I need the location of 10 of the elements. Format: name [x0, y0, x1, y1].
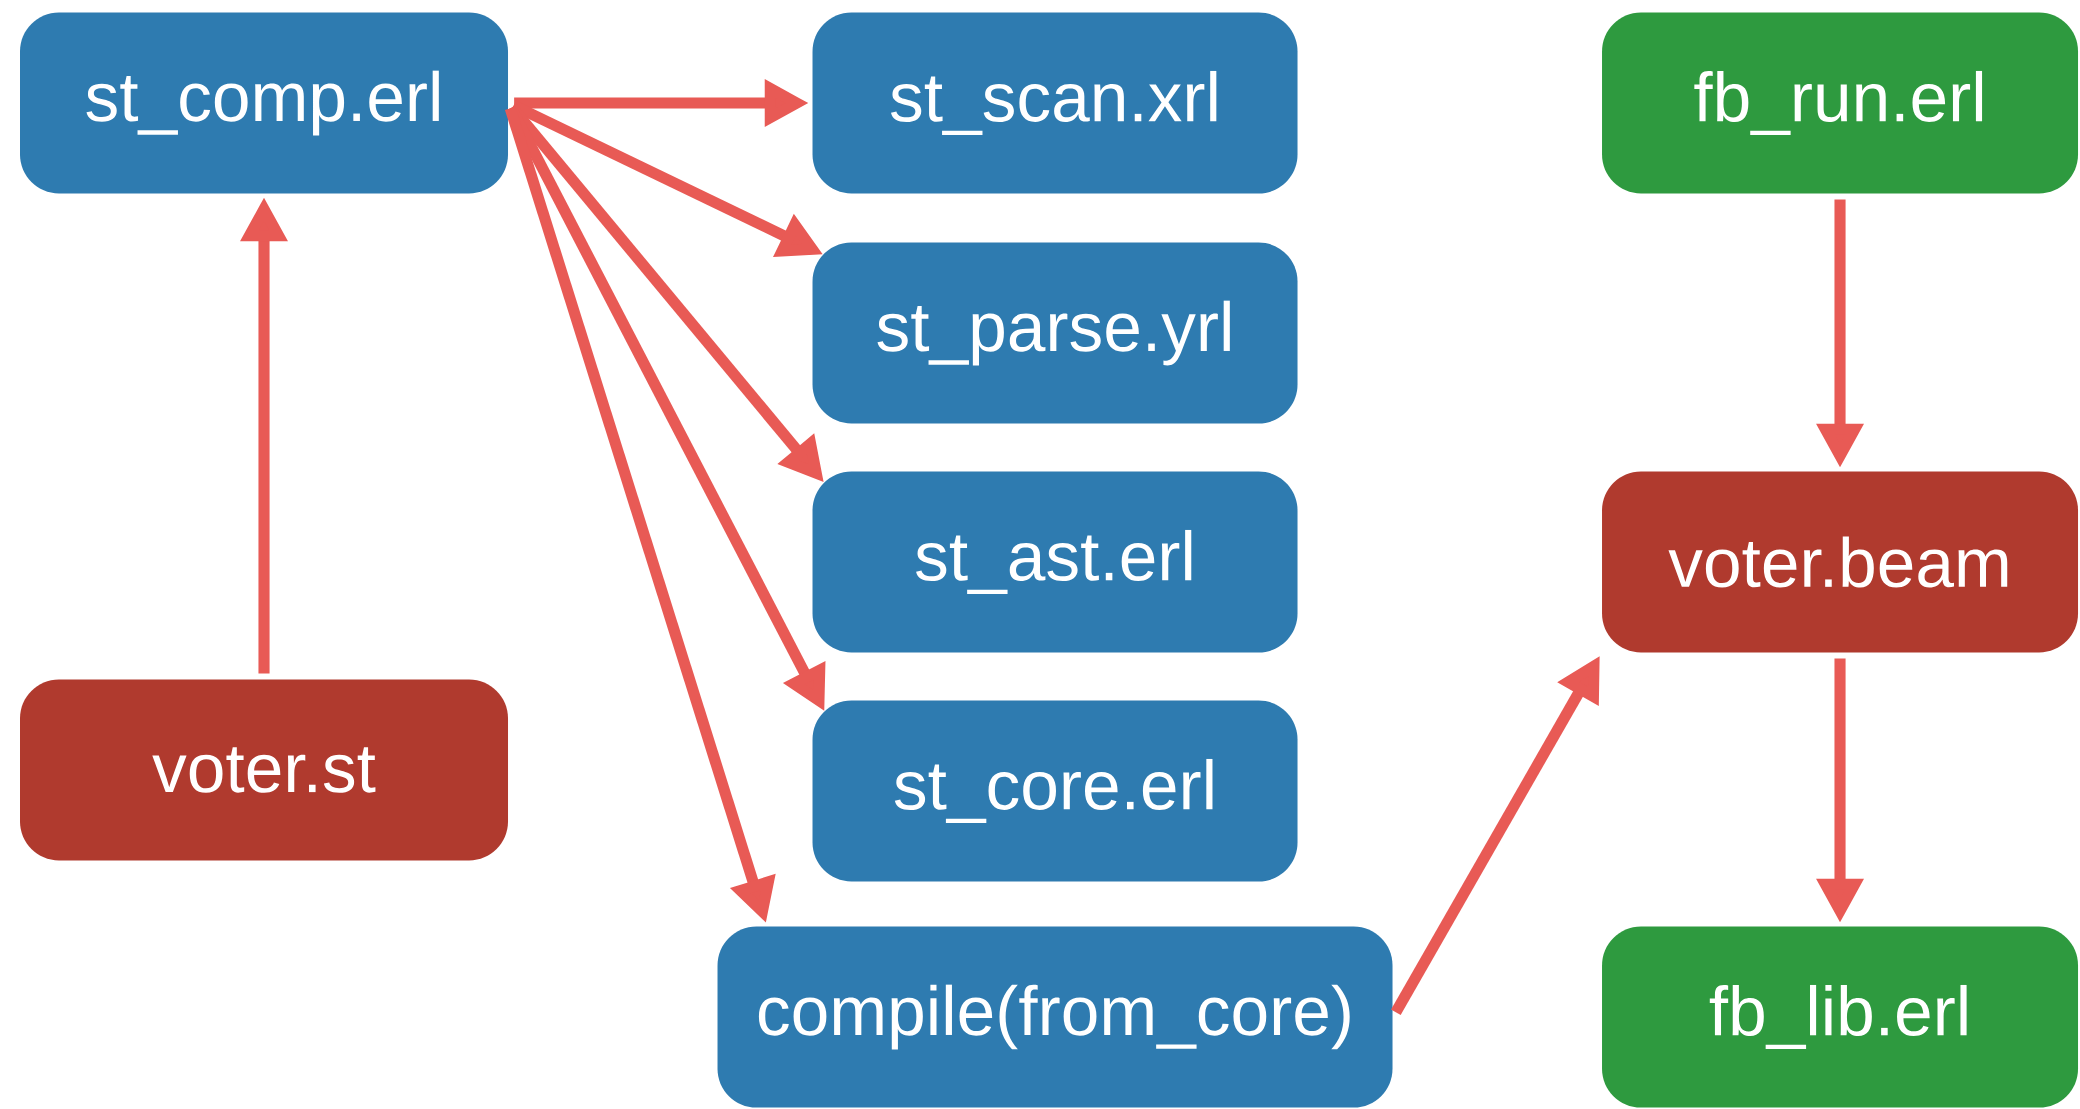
file-box: st_ast.erl — [812, 471, 1298, 653]
file-box: fb_lib.erl — [1602, 926, 2079, 1108]
file-box: st_scan.xrl — [812, 12, 1298, 194]
file-box: st_comp.erl — [20, 12, 508, 194]
file-box: voter.beam — [1602, 471, 2079, 653]
file-box: st_core.erl — [812, 700, 1298, 882]
file-box: compile(from_core) — [717, 926, 1393, 1108]
file-box: voter.st — [20, 679, 508, 861]
file-box: fb_run.erl — [1602, 12, 2079, 194]
file-box: st_parse.yrl — [812, 242, 1298, 424]
